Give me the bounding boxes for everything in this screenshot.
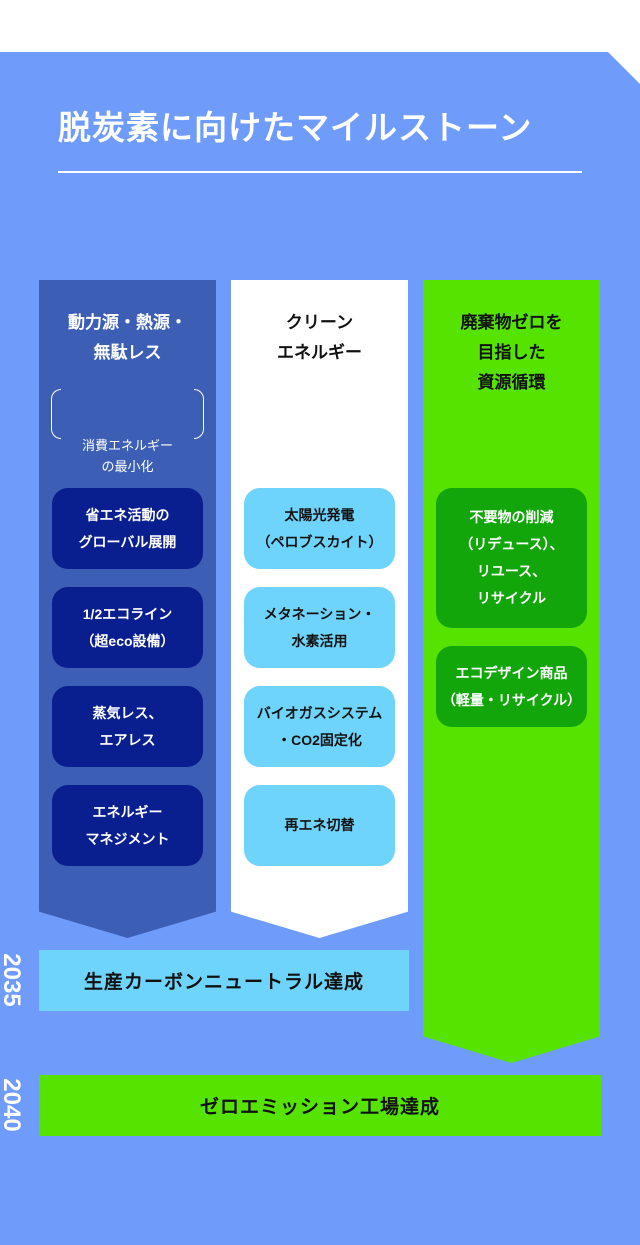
panel-corner-cut	[608, 52, 640, 84]
bracket-left	[51, 389, 61, 439]
milestone-year: 2035	[0, 953, 25, 1007]
column-subheading: 消費エネルギー の最小化	[51, 387, 204, 474]
initiative-item: 再エネ切替	[244, 785, 395, 866]
column-heading: 動力源・熱源・ 無駄レス	[68, 313, 187, 362]
initiative-item: 1/2エコライン （超eco設備）	[52, 587, 203, 668]
initiative-item: 不要物の削減 （リデュース）、 リユース、 リサイクル	[436, 488, 587, 628]
initiative-item: メタネーション・ 水素活用	[244, 587, 395, 668]
initiative-item: 太陽光発電 （ペロブスカイト）	[244, 488, 395, 569]
initiative-item: エネルギー マネジメント	[52, 785, 203, 866]
initiative-item: エコデザイン商品 （軽量・リサイクル）	[436, 646, 587, 727]
subheading-text: 消費エネルギー の最小化	[81, 438, 173, 474]
column-heading: 廃棄物ゼロを 目指した 資源循環	[460, 313, 563, 392]
column-resource-circulation: 廃棄物ゼロを 目指した 資源循環 不要物の削減 （リデュース）、 リユース、 リ…	[423, 280, 600, 1063]
initiative-item: 省エネ活動の グローバル展開	[52, 488, 203, 569]
bracket-right	[194, 389, 204, 439]
milestone-bar: ゼロエミッション工場達成	[39, 1075, 601, 1136]
page-title: 脱炭素に向けたマイルストーン	[58, 109, 533, 146]
milestone-bar: 生産カーボンニュートラル達成	[39, 950, 409, 1011]
column-heading: クリーン エネルギー	[277, 313, 362, 362]
initiative-item: 蒸気レス、 エアレス	[52, 686, 203, 767]
column-energy-waste-less: 動力源・熱源・ 無駄レス 消費エネルギー の最小化 省エネ活動の グローバル展開…	[39, 280, 216, 938]
title-underline	[58, 171, 582, 173]
milestone-year: 2040	[0, 1078, 25, 1132]
initiative-item: バイオガスシステム ・CO2固定化	[244, 686, 395, 767]
column-clean-energy: クリーン エネルギー 太陽光発電 （ペロブスカイト） メタネーション・ 水素活用…	[231, 280, 408, 938]
